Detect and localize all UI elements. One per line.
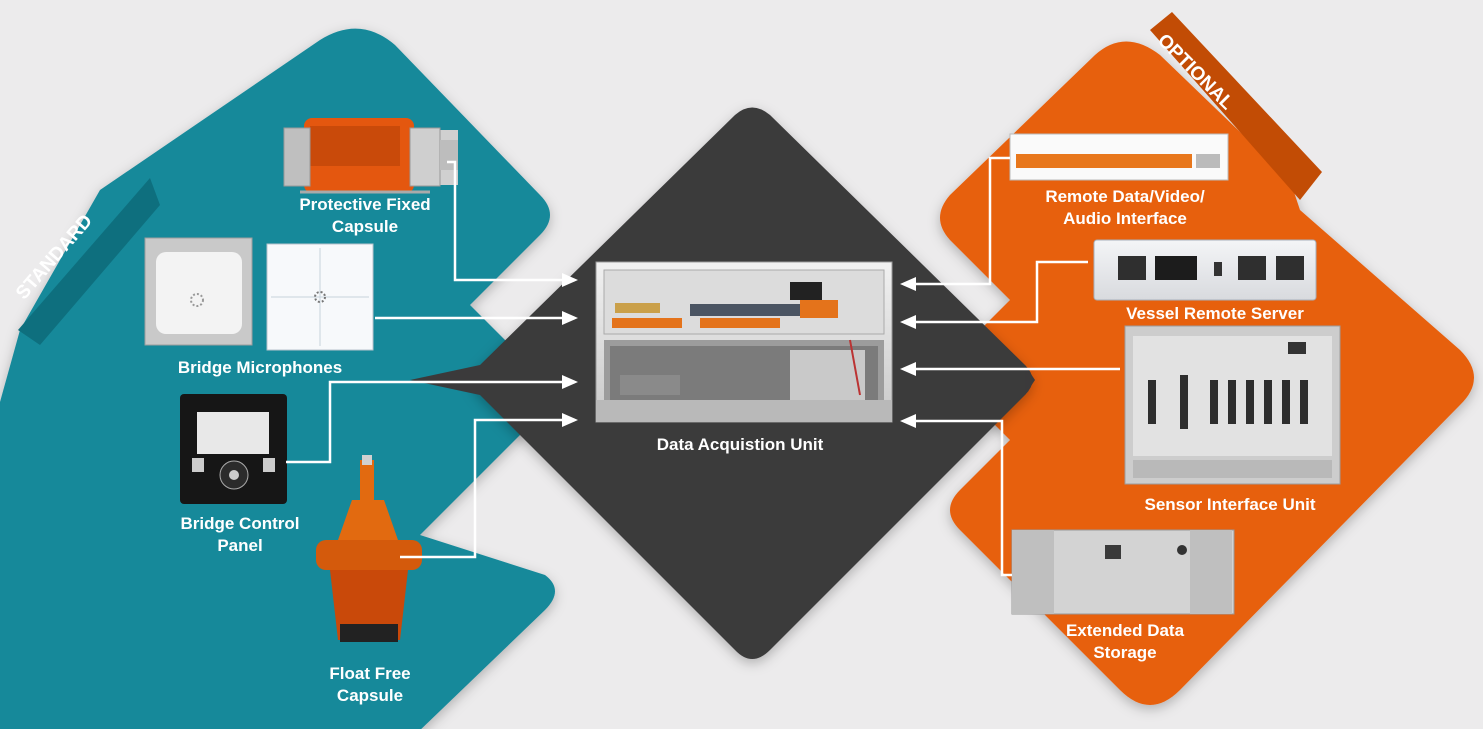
arrowhead-right-4 bbox=[900, 414, 916, 428]
label-extended-data-storage: Extended Data Storage bbox=[1065, 621, 1185, 662]
bridge-microphones-image bbox=[144, 237, 374, 351]
label-bridge-control-panel: Bridge Control Panel bbox=[180, 514, 300, 555]
center-label: Data Acquistion Unit bbox=[656, 435, 824, 454]
label-remote-interface: Remote Data/Video/ Audio Interface bbox=[1045, 187, 1205, 228]
label-vessel-remote-server: Vessel Remote Server bbox=[1126, 304, 1304, 323]
arrowhead-right-1 bbox=[900, 277, 916, 291]
float-free-capsule-image bbox=[316, 455, 422, 642]
remote-interface-image bbox=[1009, 133, 1229, 181]
arrowhead-right-3 bbox=[900, 362, 916, 376]
data-acquisition-unit-image bbox=[595, 261, 893, 423]
arrowhead-left-4 bbox=[562, 413, 578, 427]
connector-storage bbox=[915, 419, 1012, 577]
arrowhead-left-2 bbox=[562, 311, 578, 325]
connector-capsule bbox=[447, 160, 575, 282]
connector-remote-interface bbox=[915, 156, 1010, 286]
connectors bbox=[286, 156, 1120, 577]
connector-float-free bbox=[400, 418, 575, 559]
arrowhead-left-3 bbox=[562, 375, 578, 389]
arrowhead-right-2 bbox=[900, 315, 916, 329]
bridge-control-panel-image bbox=[180, 394, 287, 504]
label-float-free-capsule: Float Free Capsule bbox=[329, 664, 411, 705]
extended-data-storage-image bbox=[1011, 529, 1235, 615]
arrowhead-left-1 bbox=[562, 273, 578, 287]
connector-vessel-server bbox=[915, 260, 1088, 324]
label-sensor-interface-unit: Sensor Interface Unit bbox=[1144, 495, 1316, 514]
arrowheads bbox=[562, 273, 916, 428]
label-bridge-microphones: Bridge Microphones bbox=[177, 358, 343, 377]
vessel-remote-server-image bbox=[1093, 239, 1317, 301]
sensor-interface-unit-image bbox=[1124, 325, 1341, 485]
connector-control-panel bbox=[286, 380, 575, 464]
protective-fixed-capsule-image bbox=[283, 118, 458, 194]
label-protective-fixed-capsule: Protective Fixed Capsule bbox=[299, 195, 431, 236]
